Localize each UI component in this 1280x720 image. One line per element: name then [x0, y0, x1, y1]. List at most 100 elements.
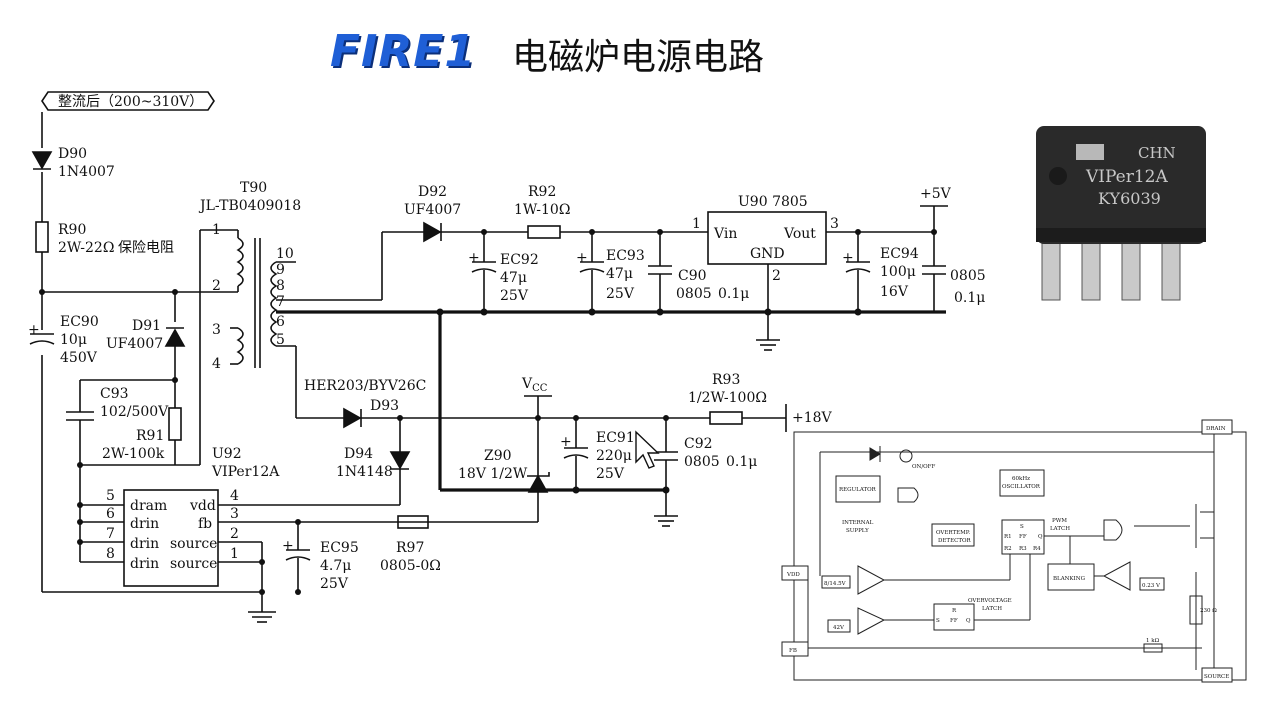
- svg-text:Q: Q: [1038, 534, 1043, 540]
- svg-text:S: S: [1020, 524, 1024, 530]
- d93-value: HER203/BYV26C: [304, 378, 426, 394]
- u90-pin1: 1: [692, 216, 701, 232]
- u92-pin7: 7: [106, 526, 115, 542]
- d94-value: 1N4148: [336, 464, 393, 480]
- u92-name-drin3: drin: [130, 556, 159, 572]
- ec95-ref: EC95: [320, 540, 359, 556]
- t90-pin6: 6: [276, 314, 285, 330]
- svg-text:+: +: [576, 250, 588, 266]
- c90-cap: 0.1μ: [718, 286, 749, 302]
- u92-pin3: 3: [230, 506, 239, 522]
- svg-text:R1: R1: [1004, 534, 1012, 540]
- c90-value: 0805: [676, 286, 712, 302]
- u90-pin2: 2: [772, 268, 781, 284]
- svg-text:LATCH: LATCH: [1050, 526, 1070, 532]
- svg-text:SOURCE: SOURCE: [1204, 674, 1229, 680]
- t90-value: JL-TB0409018: [198, 198, 301, 214]
- ec91-ref: EC91: [596, 430, 635, 446]
- r92-ref: R92: [528, 184, 556, 200]
- d94-ref: D94: [344, 446, 373, 462]
- t90-pin7: 7: [276, 294, 285, 310]
- t90-ref: T90: [240, 180, 267, 196]
- u92-pin6: 6: [106, 506, 115, 522]
- d92-ref: D92: [418, 184, 447, 200]
- svg-text:1 kΩ: 1 kΩ: [1146, 638, 1160, 644]
- ec94-cap: 100μ: [880, 264, 916, 280]
- svg-text:FB: FB: [789, 648, 797, 654]
- svg-text:230 Ω: 230 Ω: [1200, 608, 1217, 614]
- ec95-cap: 4.7μ: [320, 558, 351, 574]
- u92-name-drin2: drin: [130, 536, 159, 552]
- ec94-ref: EC94: [880, 246, 919, 262]
- svg-text:R2: R2: [1004, 546, 1012, 552]
- svg-text:BLANKING: BLANKING: [1053, 576, 1085, 582]
- svg-text:OSCILLATOR: OSCILLATOR: [1002, 484, 1041, 490]
- u92-name-source2: source: [170, 556, 217, 572]
- svg-text:REGULATOR: REGULATOR: [839, 487, 877, 493]
- r97-ref: R97: [396, 540, 424, 556]
- d90-value: 1N4007: [58, 164, 115, 180]
- viper12a-block-diagram: [781, 419, 1247, 683]
- ec90-ref: EC90: [60, 314, 99, 330]
- d91-value: UF4007: [106, 336, 163, 352]
- svg-text:PWM: PWM: [1052, 518, 1067, 524]
- svg-text:R: R: [952, 608, 957, 614]
- fire1-logo: FIRE1: [330, 26, 476, 77]
- c92-cap: 0.1μ: [726, 454, 757, 470]
- z90-ref: Z90: [484, 448, 512, 464]
- ec91-volt: 25V: [596, 466, 625, 482]
- svg-text:DRAIN: DRAIN: [1206, 426, 1226, 432]
- svg-text:+: +: [468, 250, 480, 266]
- plus18-label: +18V: [792, 410, 833, 426]
- u92-pin5: 5: [106, 488, 115, 504]
- svg-text:OVERVOLTAGE: OVERVOLTAGE: [968, 598, 1012, 604]
- r90-note: 保险电阻: [118, 240, 174, 256]
- svg-text:R4: R4: [1033, 546, 1041, 552]
- u92-name-vdd: vdd: [189, 498, 216, 514]
- svg-text:FF: FF: [950, 618, 958, 624]
- u92-value: VIPer12A: [211, 464, 280, 480]
- t90-pin9: 9: [276, 262, 285, 278]
- page-title: 电磁炉电源电路: [512, 37, 765, 78]
- c94-cap: 0.1μ: [954, 290, 985, 306]
- r97-value: 0805-0Ω: [380, 558, 441, 574]
- c92-value: 0805: [684, 454, 720, 470]
- d91-ref: D91: [132, 318, 161, 334]
- d93-ref: D93: [370, 398, 399, 414]
- svg-text:VDD: VDD: [786, 572, 800, 578]
- t90-pin5: 5: [276, 332, 285, 348]
- u92-name-source1: source: [170, 536, 217, 552]
- svg-text:Q: Q: [966, 618, 971, 624]
- input-label: 整流后（200~310V）: [58, 94, 203, 110]
- t90-pin4: 4: [212, 356, 221, 372]
- svg-text:INTERNAL: INTERNAL: [842, 520, 874, 526]
- c93-value: 102/500V: [100, 404, 169, 420]
- u92-pin4: 4: [230, 488, 239, 504]
- r93-ref: R93: [712, 372, 740, 388]
- ec94-volt: 16V: [880, 284, 909, 300]
- z90-value: 18V 1/2W: [458, 466, 528, 482]
- d92-value: UF4007: [404, 202, 461, 218]
- r90-value: 2W-22Ω: [58, 240, 114, 256]
- u92-name-fb: fb: [198, 516, 212, 532]
- svg-text:8/14.5V: 8/14.5V: [824, 581, 847, 587]
- r91-ref: R91: [136, 428, 164, 444]
- u92-ref: U92: [212, 446, 242, 462]
- svg-text:FF: FF: [1019, 534, 1027, 540]
- d90-ref: D90: [58, 146, 87, 162]
- ec93-cap: 47μ: [606, 266, 633, 282]
- t90-pin10: 10: [276, 246, 294, 262]
- ec90-cap: 10μ: [60, 332, 87, 348]
- input-label-box: [41, 91, 215, 111]
- svg-text:OVERTEMP.: OVERTEMP.: [936, 530, 970, 536]
- svg-text:VIPer12A: VIPer12A: [1085, 167, 1168, 187]
- svg-text:LATCH: LATCH: [982, 606, 1002, 612]
- ec91-cap: 220μ: [596, 448, 632, 464]
- c90-ref: C90: [678, 268, 707, 284]
- svg-text:60kHz: 60kHz: [1012, 476, 1030, 482]
- c93-ref: C93: [100, 386, 129, 402]
- svg-text:+: +: [560, 434, 572, 450]
- t90-pin3: 3: [212, 322, 221, 338]
- t90-pin2: 2: [212, 278, 221, 294]
